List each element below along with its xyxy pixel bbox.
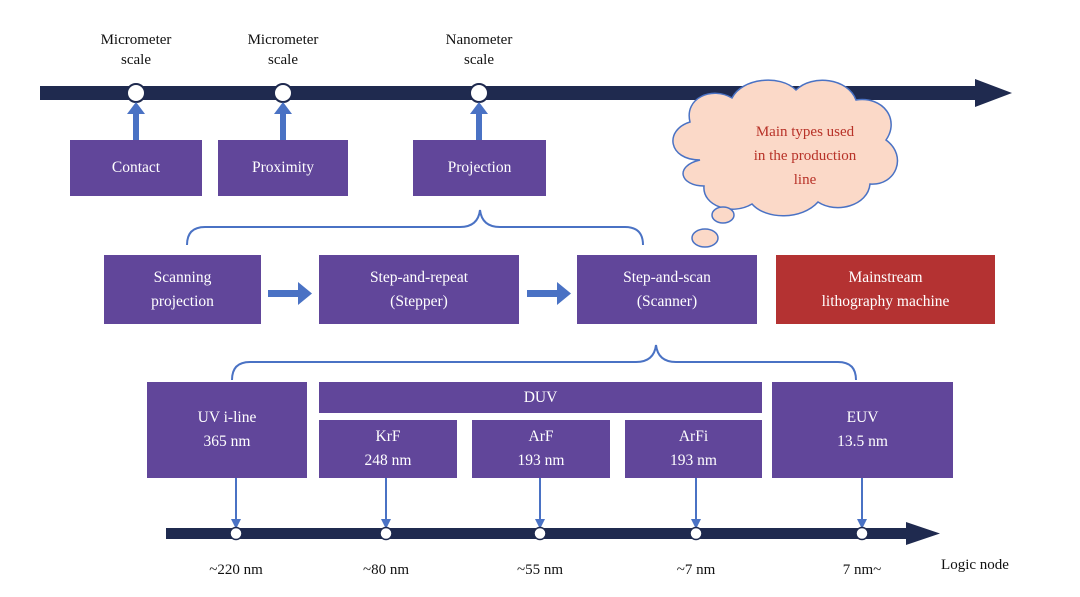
scanning-projection-label: Scanning projection: [151, 268, 214, 310]
logic-node-label-4: ~7 nm: [676, 562, 716, 578]
proximity-label: Proximity: [251, 159, 314, 176]
cloud-bubble-1: [711, 206, 735, 224]
logic-node-axis-label: Logic node: [941, 557, 1009, 573]
arf-box: ArF 193 nm: [472, 420, 610, 478]
contact-box: Contact: [70, 140, 202, 196]
euv-box: EUV 13.5 nm: [772, 382, 953, 478]
logic-node-4: [689, 526, 703, 541]
logic-node-5: [855, 526, 869, 541]
scale-label-2: Micrometer scale: [233, 30, 333, 70]
scale-label-3: Nanometer scale: [429, 30, 529, 70]
projection-up-arrow: [470, 102, 488, 140]
logic-node-3: [533, 526, 547, 541]
krf-label: KrF 248 nm: [364, 428, 412, 469]
projection-brace: [186, 209, 644, 246]
scale-label-2-line2: scale: [268, 52, 298, 68]
krf-box: KrF 248 nm: [319, 420, 457, 478]
mainstream-box: Mainstream lithography machine: [776, 255, 995, 324]
stepper-box: Step-and-repeat (Stepper): [319, 255, 519, 324]
projection-box: Projection: [413, 140, 546, 196]
top-timeline-arrowhead: [975, 79, 1012, 107]
top-node-2: [273, 83, 293, 103]
arfi-box: ArFi 193 nm: [625, 420, 762, 478]
arfi-label: ArFi 193 nm: [670, 428, 717, 469]
logic-node-2: [379, 526, 393, 541]
bottom-timeline: [166, 522, 940, 545]
scale-label-1-line2: scale: [121, 52, 151, 68]
logic-node-1: [229, 526, 243, 541]
proximity-up-arrow: [274, 102, 292, 140]
scale-label-2-line1: Micrometer: [247, 32, 319, 48]
scanner-box: Step-and-scan (Scanner): [577, 255, 757, 324]
contact-up-arrow: [127, 102, 145, 140]
top-node-1: [126, 83, 146, 103]
duv-box: DUV: [319, 382, 762, 413]
scale-label-1: Micrometer scale: [86, 30, 186, 70]
cloud-text: Main types used in the production line: [753, 124, 857, 188]
projection-label: Projection: [447, 159, 512, 176]
cloud-body: [672, 79, 899, 217]
stepper-label: Step-and-repeat (Stepper): [369, 268, 469, 310]
scale-label-3-line1: Nanometer: [445, 32, 513, 48]
scanner-label: Step-and-scan (Scanner): [623, 268, 711, 310]
projection-type-arrows: [268, 282, 571, 305]
arf-label: ArF 193 nm: [517, 428, 565, 469]
uv-iline-box: UV i-line 365 nm: [147, 382, 307, 478]
scanning-to-stepper-arrow: [268, 282, 312, 305]
method-arrows: [127, 102, 488, 140]
duv-label: DUV: [523, 388, 558, 406]
contact-label: Contact: [111, 159, 161, 176]
cloud-bubble-2: [691, 228, 719, 248]
euv-label: EUV 13.5 nm: [837, 409, 888, 450]
logic-node-label-5: 7 nm~: [842, 562, 882, 578]
logic-node-label-2: ~80 nm: [362, 562, 410, 578]
stepper-to-scanner-arrow: [527, 282, 571, 305]
logic-node-label-1: ~220 nm: [209, 562, 263, 578]
top-node-3: [469, 83, 489, 103]
bottom-timeline-arrowhead: [906, 522, 940, 545]
scale-label-3-line2: scale: [464, 52, 494, 68]
scanning-projection-box: Scanning projection: [104, 255, 261, 324]
thought-cloud: [672, 79, 899, 248]
light-source-arrows: [231, 478, 867, 529]
proximity-box: Proximity: [218, 140, 348, 196]
scanner-brace: [231, 344, 857, 381]
logic-node-label-3: ~55 nm: [516, 562, 564, 578]
scale-label-1-line1: Micrometer: [100, 32, 172, 48]
mainstream-label: Mainstream lithography machine: [821, 268, 950, 310]
uv-iline-label: UV i-line 365 nm: [197, 409, 257, 450]
